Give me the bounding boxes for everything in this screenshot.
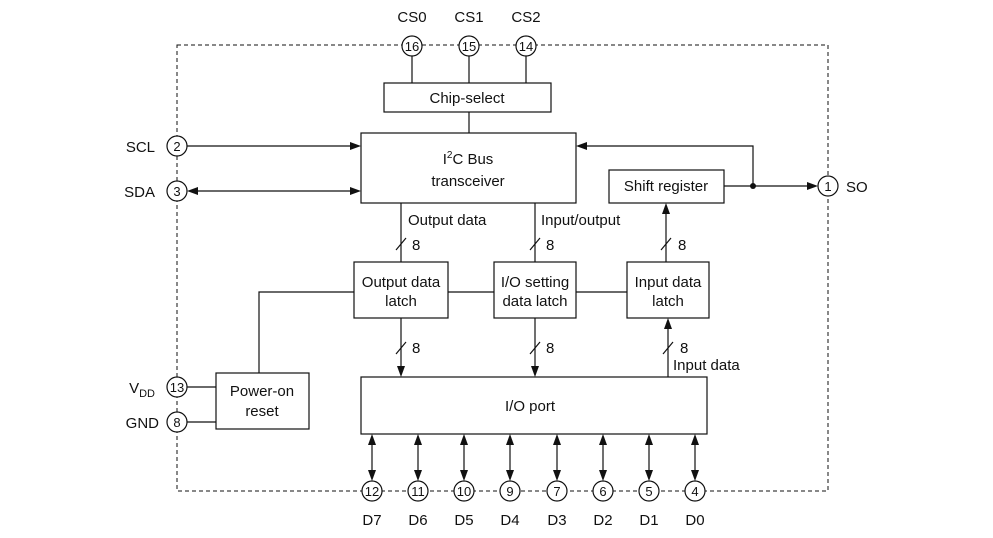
pin-number-6: 6: [599, 484, 606, 499]
output-latch-label-line1: Output data: [362, 274, 441, 291]
output-data-label: Output data: [408, 212, 487, 229]
output-latch-to-port-bus: 8: [395, 318, 420, 377]
power-on-reset-block: Power-on reset: [215, 372, 310, 430]
pin-name-d6: D6: [408, 512, 427, 529]
pin-number-15: 15: [462, 39, 476, 54]
io-port-width: 8: [546, 340, 554, 357]
pin-number-7: 7: [553, 484, 560, 499]
pin-name-cs0: CS0: [397, 9, 426, 26]
pin-number-13: 13: [170, 380, 184, 395]
pin-number-12: 12: [365, 484, 379, 499]
i2c-transceiver-block: I2C Bus transceiver: [360, 132, 577, 204]
power-on-label-line2: reset: [245, 403, 279, 420]
pin-number-2: 2: [173, 139, 180, 154]
pin-number-11: 11: [411, 484, 425, 499]
feedback-arrowhead: [576, 142, 587, 150]
pin-d1: 5 D1: [638, 434, 660, 529]
pin-number-5: 5: [645, 484, 652, 499]
pin-vdd: VDD 13: [129, 376, 188, 400]
input-latch-width: 8: [678, 237, 686, 254]
pin-number-8: 8: [173, 415, 180, 430]
output-latch-label-line2: latch: [385, 293, 417, 310]
input-latch-label-line2: latch: [652, 293, 684, 310]
pin-name-d1: D1: [639, 512, 658, 529]
output-data-bus: Output data 8: [395, 203, 487, 262]
pin-d0: 4 D0: [684, 434, 706, 529]
pin-cs2: CS2 14: [511, 9, 541, 57]
input-port-width: 8: [680, 340, 688, 357]
port-to-input-latch-bus: 8 Input data: [662, 318, 740, 377]
pin-number-14: 14: [519, 39, 533, 54]
input-output-label: Input/output: [541, 212, 621, 229]
pin-number-10: 10: [457, 484, 471, 499]
pin-d6: 11 D6: [407, 434, 429, 529]
input-data-latch-block: Input data latch: [626, 261, 710, 319]
output-data-latch-block: Output data latch: [353, 261, 449, 319]
pin-number-16: 16: [405, 39, 419, 54]
pin-name-d4: D4: [500, 512, 519, 529]
pin-name-gnd: GND: [126, 415, 160, 432]
so-wires: [576, 142, 818, 190]
pin-name-d3: D3: [547, 512, 566, 529]
pin-name-sda: SDA: [124, 184, 155, 201]
pin-number-4: 4: [691, 484, 698, 499]
pin-name-scl: SCL: [126, 139, 155, 156]
pin-name-d7: D7: [362, 512, 381, 529]
scl-arrowhead: [350, 142, 361, 150]
pin-sda: SDA 3: [124, 180, 188, 202]
shift-register-block: Shift register: [608, 169, 725, 204]
pin-name-d5: D5: [454, 512, 473, 529]
pin-name-d0: D0: [685, 512, 704, 529]
i2c-label-line2: transceiver: [431, 173, 504, 190]
chip-select-label: Chip-select: [429, 90, 505, 107]
scl-wire: [187, 142, 361, 150]
io-latch-to-port-bus: 8: [529, 318, 554, 377]
io-latch-label-line2: data latch: [502, 293, 567, 310]
sda-arrowhead-right: [350, 187, 361, 195]
input-output-bus: Input/output 8: [529, 203, 621, 262]
pin-d3: 7 D3: [546, 434, 568, 529]
power-on-label-line1: Power-on: [230, 383, 294, 400]
pin-name-so: SO: [846, 179, 868, 196]
output-port-width: 8: [412, 340, 420, 357]
input-data-label: Input data: [673, 357, 740, 374]
pin-d5: 10 D5: [453, 434, 475, 529]
pin-so: 1 SO: [817, 175, 868, 197]
pin-name-cs1: CS1: [454, 9, 483, 26]
pin-number-1: 1: [824, 179, 831, 194]
input-output-width: 8: [546, 237, 554, 254]
pin-d7: 12 D7: [361, 434, 383, 529]
pin-d4: 9 D4: [499, 434, 521, 529]
io-latch-label-line1: I/O setting: [501, 274, 569, 291]
sda-wire: [187, 187, 361, 195]
chip-select-wires: [411, 56, 527, 133]
reset-wire: [258, 291, 354, 373]
pin-scl: SCL 2: [126, 135, 188, 157]
pin-gnd: GND 8: [126, 411, 188, 433]
pin-cs1: CS1 15: [454, 9, 484, 57]
pin-name-vdd: VDD: [129, 380, 155, 400]
shift-register-label: Shift register: [624, 178, 708, 195]
pin-cs0: CS0 16: [397, 9, 427, 57]
pin-d2: 6 D2: [592, 434, 614, 529]
i2c-label-line1: I2C Bus: [443, 150, 494, 168]
chip-select-block: Chip-select: [383, 82, 552, 113]
pin-name-cs2: CS2: [511, 9, 540, 26]
io-setting-latch-block: I/O setting data latch: [493, 261, 577, 319]
pin-number-3: 3: [173, 184, 180, 199]
io-port-block: I/O port: [360, 376, 708, 435]
so-arrowhead: [807, 182, 818, 190]
input-latch-label-line1: Input data: [635, 274, 702, 291]
io-port-label: I/O port: [505, 398, 556, 415]
input-latch-to-shift-bus: 8: [660, 203, 686, 262]
sda-arrowhead-left: [187, 187, 198, 195]
pin-number-9: 9: [506, 484, 513, 499]
pin-name-d2: D2: [593, 512, 612, 529]
output-data-width: 8: [412, 237, 420, 254]
